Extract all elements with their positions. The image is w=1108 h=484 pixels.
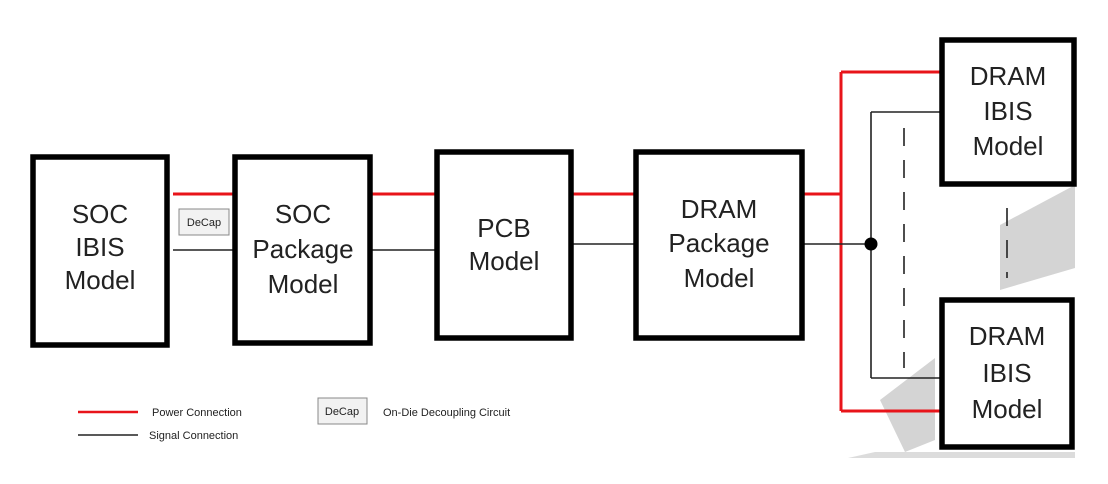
box-pcb-model: PCB Model xyxy=(434,149,574,341)
box-soc-package-label-1: SOC xyxy=(275,199,331,229)
box-dram-package-label-1: DRAM xyxy=(681,194,758,224)
box-dram-package-label-2: Package xyxy=(668,228,769,258)
power-connections xyxy=(173,70,942,413)
shadow-shape-top xyxy=(1000,185,1075,290)
box-soc-package-label-2: Package xyxy=(252,234,353,264)
box-pcb-label-1: PCB xyxy=(477,213,530,243)
box-soc-package-model: SOC Package Model xyxy=(232,154,373,346)
box-dram-ibis-bottom-label-3: Model xyxy=(972,394,1043,424)
box-dram-ibis-top-label-1: DRAM xyxy=(970,61,1047,91)
box-soc-ibis-model: SOC IBIS Model xyxy=(30,154,170,348)
legend-decap-box xyxy=(317,397,368,425)
box-dram-package-model: DRAM Package Model xyxy=(633,149,805,341)
box-dram-ibis-model-bottom: DRAM IBIS Model xyxy=(939,297,1075,450)
box-dram-ibis-bottom-label-2: IBIS xyxy=(982,358,1031,388)
legend-power-label: Power Connection xyxy=(152,407,242,419)
box-dram-ibis-bottom-label-1: DRAM xyxy=(969,321,1046,351)
box-soc-package-label-3: Model xyxy=(268,269,339,299)
box-soc-ibis-label-3: Model xyxy=(65,265,136,295)
legend-signal-label: Signal Connection xyxy=(149,430,238,442)
legend-decap-desc: On-Die Decoupling Circuit xyxy=(383,407,510,419)
signal-junction-dot xyxy=(864,237,878,251)
legend-decap-label: DeCap xyxy=(325,406,359,418)
box-dram-ibis-model-top: DRAM IBIS Model xyxy=(939,37,1077,187)
box-pcb-label-2: Model xyxy=(469,246,540,276)
decap-label: DeCap xyxy=(187,217,221,229)
decap-component: DeCap xyxy=(178,208,230,236)
box-dram-ibis-top-label-3: Model xyxy=(973,131,1044,161)
box-dram-ibis-top-label-2: IBIS xyxy=(983,96,1032,126)
shadow-shape-bottom xyxy=(880,358,935,452)
box-soc-ibis-label-2: IBIS xyxy=(75,232,124,262)
shadow-shape-bottom-edge xyxy=(848,452,1075,458)
box-soc-ibis-label-1: SOC xyxy=(72,199,128,229)
box-dram-package-label-3: Model xyxy=(684,263,755,293)
legend: Power Connection Signal Connection DeCap… xyxy=(78,397,510,442)
